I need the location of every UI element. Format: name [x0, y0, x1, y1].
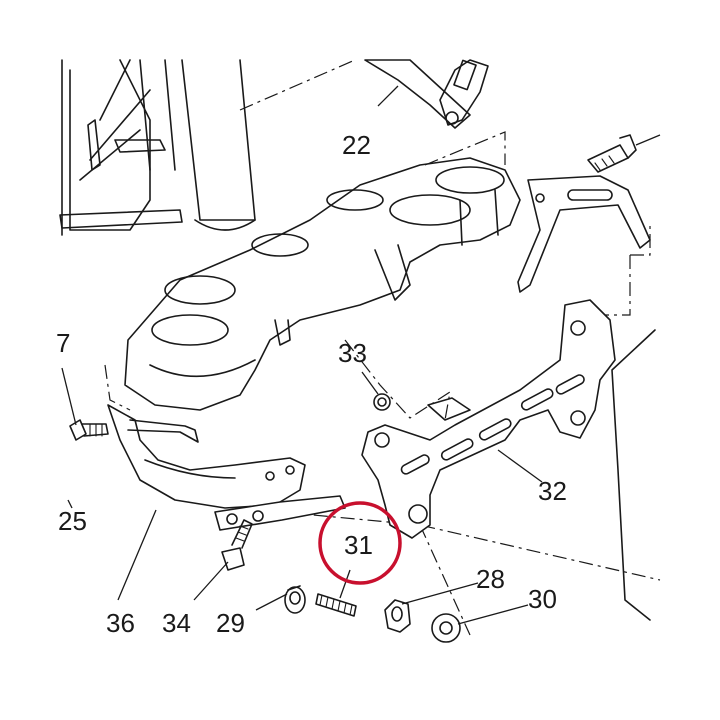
callout-labels: 7 22 25 28 29 30 31 32 33 34 36 [56, 130, 567, 638]
screw-top-right [587, 134, 661, 173]
label-33: 33 [338, 338, 367, 368]
highlight-ring [318, 501, 402, 585]
label-7: 7 [56, 328, 70, 358]
label-29: 29 [216, 608, 245, 638]
label-28: 28 [476, 564, 505, 594]
bolt-left [61, 367, 109, 441]
steering-yoke [124, 157, 521, 411]
part-30-nut [431, 613, 461, 643]
part-32-bracket [361, 299, 616, 539]
label-31: 31 [344, 530, 373, 560]
label-30: 30 [528, 584, 557, 614]
label-32: 32 [538, 476, 567, 506]
label-36: 36 [106, 608, 135, 638]
part-29-bushing [284, 585, 306, 614]
side-bracket [517, 175, 651, 293]
part-33-grommet [361, 371, 391, 411]
part-36-bracket [107, 404, 346, 531]
fairing-edge [611, 329, 656, 621]
label-25: 25 [58, 506, 87, 536]
frame-structure [59, 59, 256, 236]
part-28-nut [384, 599, 411, 633]
label-34: 34 [162, 608, 191, 638]
label-22: 22 [342, 130, 371, 160]
assembly-axes [104, 59, 661, 636]
leader-lines [67, 85, 543, 625]
part-31-stud [315, 593, 357, 617]
part-22-bracket [364, 59, 489, 129]
